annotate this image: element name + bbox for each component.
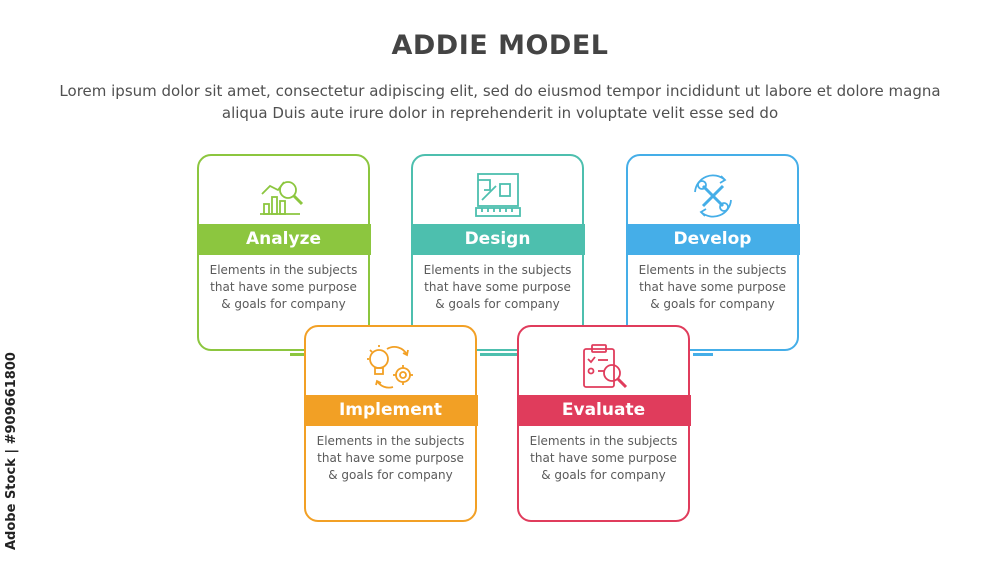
- step-label-implement: Implement: [303, 395, 478, 426]
- page-subtitle: Lorem ipsum dolor sit amet, consectetur …: [59, 82, 941, 122]
- step-description-evaluate: Elements in the subjects that have some …: [529, 434, 678, 482]
- step-card-develop: Develop Elements in the subjects that ha…: [625, 154, 800, 351]
- connector-design-evaluate: [480, 353, 517, 356]
- step-label-design: Design: [410, 224, 585, 255]
- tools-cycle-icon: [693, 174, 732, 218]
- step-description-develop: Elements in the subjects that have some …: [638, 263, 787, 311]
- step-label-evaluate: Evaluate: [516, 395, 691, 426]
- step-description-implement: Elements in the subjects that have some …: [316, 434, 465, 482]
- step-card-evaluate: Evaluate Elements in the subjects that h…: [516, 325, 691, 522]
- step-card-design: Design Elements in the subjects that hav…: [410, 154, 585, 351]
- page-title: ADDIE MODEL: [391, 30, 609, 61]
- step-description-design: Elements in the subjects that have some …: [423, 263, 572, 311]
- connector-develop-evaluate: [693, 353, 713, 356]
- connector-analyze-implement: [290, 353, 306, 356]
- clipboard-search-icon: [582, 344, 627, 389]
- step-description-analyze: Elements in the subjects that have some …: [209, 263, 358, 311]
- analysis-chart-icon: [259, 181, 303, 215]
- idea-gear-icon: [366, 345, 413, 389]
- step-label-analyze: Analyze: [196, 224, 371, 255]
- step-card-analyze: Analyze Elements in the subjects that ha…: [196, 154, 371, 351]
- stock-watermark: Adobe Stock | #909661800: [4, 352, 19, 550]
- blueprint-icon: [474, 173, 521, 217]
- step-card-implement: Implement Elements in the subjects that …: [303, 325, 478, 522]
- step-label-develop: Develop: [625, 224, 800, 255]
